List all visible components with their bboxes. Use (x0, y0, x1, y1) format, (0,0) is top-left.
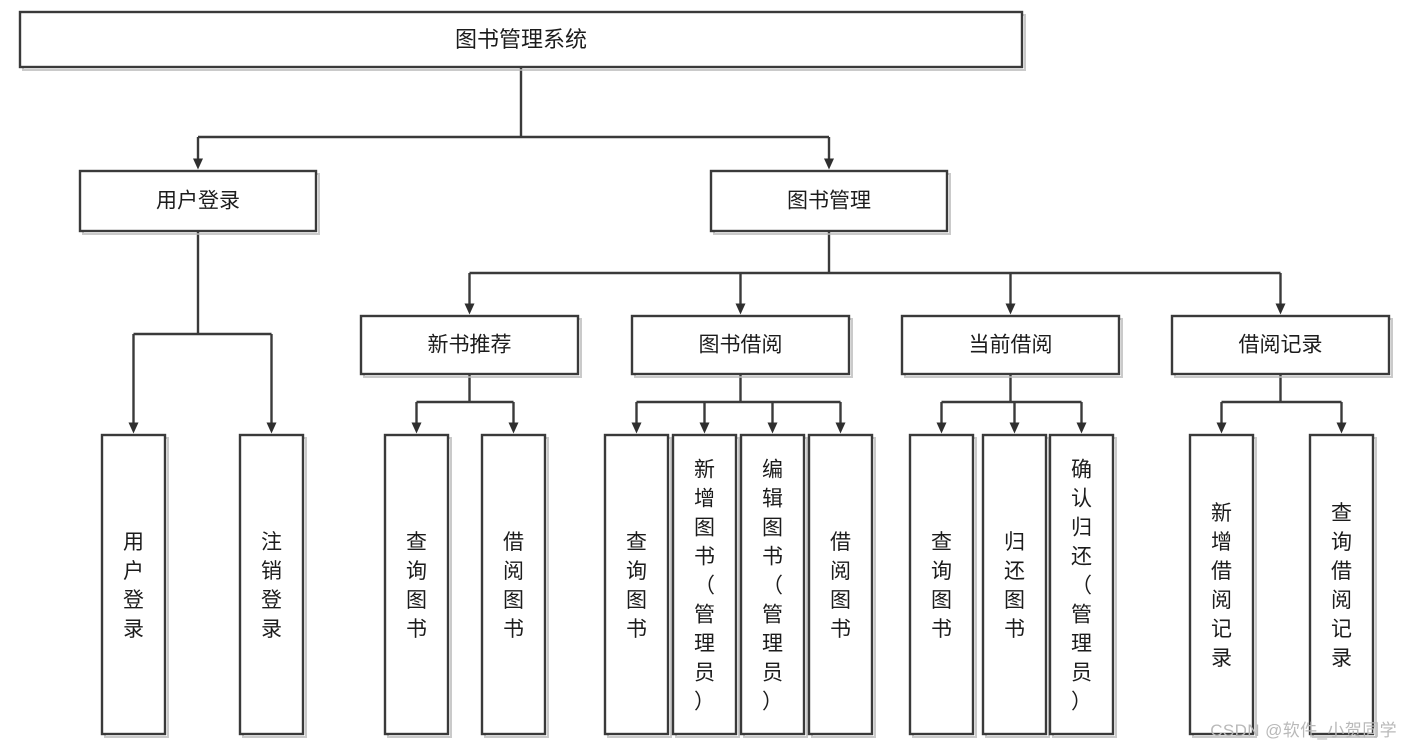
node-leaf-add-record-label: 新增借阅记录 (1211, 502, 1232, 670)
node-leaf-confirm-return-label: 确认归还（管理员） (1071, 459, 1092, 714)
node-leaf-return-book-label: 归还图书 (1004, 531, 1025, 641)
node-borrow-record-label: 借阅记录 (1239, 334, 1323, 357)
node-leaf-logout[interactable]: 注销登录 (238, 433, 307, 738)
node-user-login-label: 用户登录 (156, 190, 240, 213)
node-leaf-query-book-cur[interactable]: 查询图书 (908, 433, 977, 738)
node-leaf-confirm-return[interactable]: 确认归还（管理员） (1048, 433, 1117, 738)
node-new-book-rec-label: 新书推荐 (428, 334, 512, 357)
node-leaf-borrow-book[interactable]: 借阅图书 (807, 433, 876, 738)
node-leaf-return-book[interactable]: 归还图书 (981, 433, 1050, 738)
node-user-login[interactable]: 用户登录 (78, 169, 320, 235)
root-node-label: 图书管理系统 (455, 27, 587, 52)
node-leaf-query-book-rec-label: 查询图书 (406, 531, 427, 641)
node-leaf-query-book-borrow-label: 查询图书 (626, 531, 647, 641)
node-leaf-query-book-borrow[interactable]: 查询图书 (603, 433, 672, 738)
node-book-borrow[interactable]: 图书借阅 (630, 314, 853, 378)
node-current-borrow-label: 当前借阅 (969, 334, 1053, 357)
node-leaf-query-book-cur-label: 查询图书 (931, 531, 952, 641)
node-leaf-add-book-label: 新增图书（管理员） (694, 459, 715, 714)
node-borrow-record[interactable]: 借阅记录 (1170, 314, 1393, 378)
node-leaf-logout-label: 注销登录 (261, 531, 282, 641)
node-leaf-borrow-book-rec-label: 借阅图书 (503, 531, 524, 641)
node-leaf-borrow-book-label: 借阅图书 (830, 531, 851, 641)
node-leaf-query-record[interactable]: 查询借阅记录 (1308, 433, 1377, 738)
node-book-manage[interactable]: 图书管理 (709, 169, 951, 235)
node-book-borrow-label: 图书借阅 (699, 334, 783, 357)
node-leaf-edit-book-label: 编辑图书（管理员） (762, 459, 783, 714)
csdn-watermark: CSDN @软件_小贺同学 (1210, 721, 1397, 740)
node-new-book-rec[interactable]: 新书推荐 (359, 314, 582, 378)
node-leaf-query-record-label: 查询借阅记录 (1331, 502, 1352, 670)
node-leaf-borrow-book-rec[interactable]: 借阅图书 (480, 433, 549, 738)
node-leaf-edit-book[interactable]: 编辑图书（管理员） (739, 433, 808, 738)
node-leaf-query-book-rec[interactable]: 查询图书 (383, 433, 452, 738)
node-leaf-add-book[interactable]: 新增图书（管理员） (671, 433, 740, 738)
root-node[interactable]: 图书管理系统 (18, 10, 1026, 71)
node-book-manage-label: 图书管理 (787, 190, 871, 213)
node-current-borrow[interactable]: 当前借阅 (900, 314, 1123, 378)
node-layer: 图书管理系统用户登录图书管理新书推荐图书借阅当前借阅借阅记录用户登录注销登录查询… (18, 10, 1393, 738)
node-leaf-user-login[interactable]: 用户登录 (100, 433, 169, 738)
node-leaf-add-record[interactable]: 新增借阅记录 (1188, 433, 1257, 738)
connector-layer (128, 67, 1347, 434)
node-leaf-user-login-label: 用户登录 (123, 531, 144, 641)
